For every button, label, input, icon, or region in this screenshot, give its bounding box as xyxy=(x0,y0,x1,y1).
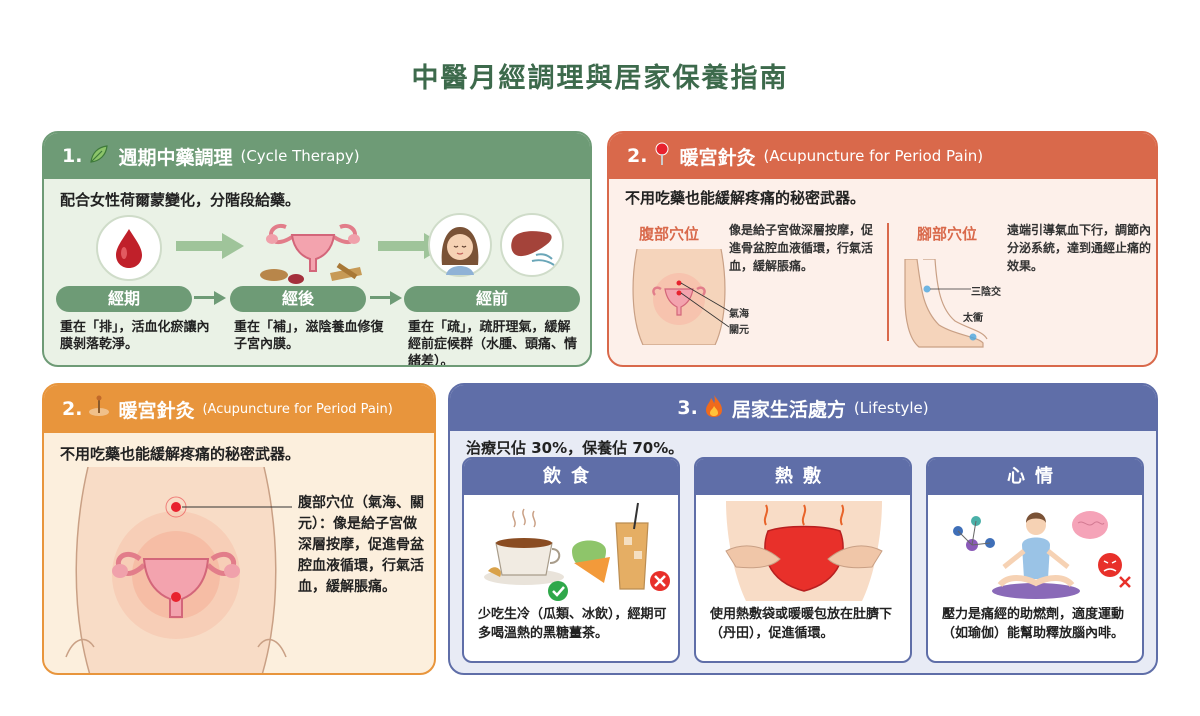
panel-subtitle: 不用吃藥也能緩解疼痛的秘密武器。 xyxy=(60,445,301,463)
panel-number: 2. xyxy=(62,398,83,420)
panel-subtitle: 配合女性荷爾蒙變化，分階段給藥。 xyxy=(60,191,301,209)
card-desc: 少吃生冷（瓜類、冰飲），經期可多喝溫熱的黑糖薑茶。 xyxy=(478,607,667,641)
panel-subtitle: 治療只佔 30%，保養佔 70%。 xyxy=(466,439,684,457)
phase-pre-pill: 經前 xyxy=(404,286,580,312)
abdomen-points-desc: 像是給子宮做深層按摩，促進骨盆腔血液循環，行氣活血，緩解脹痛。 xyxy=(729,223,874,273)
abdomen-points-desc: 腹部穴位（氣海、關元）：像是給子宮做深層按摩，促進骨盆腔血液循環，行氣活血，緩解… xyxy=(298,495,424,595)
abdomen-illustration xyxy=(629,248,730,346)
card-desc: 壓力是痛經的助燃劑，適度運動（如瑜伽）能幫助釋放腦內啡。 xyxy=(942,607,1125,641)
phase-post-pill: 經後 xyxy=(230,286,366,312)
foot-points-title: 腳部穴位 xyxy=(917,225,978,243)
card-desc: 使用熱敷袋或暖暖包放在肚臍下（丹田），促進循環。 xyxy=(710,607,893,641)
panel-title: 週期中藥調理 xyxy=(118,146,233,169)
panel-acupuncture: 2. 暖宮針灸 (Acupuncture for Period Pain) 不用… xyxy=(607,131,1158,367)
herb-leaf-icon xyxy=(88,143,110,170)
foot-illustration xyxy=(899,258,989,349)
phase-post-desc: 重在「補」，滋陰養血修復子宮內膜。 xyxy=(234,320,384,352)
uterus-herbs-illustration xyxy=(256,217,370,287)
woman-face-illustration xyxy=(428,213,492,277)
point-qihai-label: 氣海 xyxy=(729,309,749,320)
liver-illustration xyxy=(500,213,564,277)
panel-header: 2. 暖宮針灸 (Acupuncture for Period Pain) xyxy=(44,385,434,433)
pelvis-acupoint-illustration xyxy=(60,466,292,673)
panel-number: 1. xyxy=(62,145,83,167)
panel-acupuncture-detail: 2. 暖宮針灸 (Acupuncture for Period Pain) 不用… xyxy=(42,383,436,675)
diet-illustration xyxy=(474,501,670,601)
panel-cycle-therapy: 1. 週期中藥調理 (Cycle Therapy) 配合女性荷爾蒙變化，分階段給… xyxy=(42,131,592,367)
point-sanyinjiao-label: 三陰交 xyxy=(971,287,1001,298)
blood-drop-illustration xyxy=(96,215,162,281)
yoga-meditation-illustration xyxy=(938,501,1134,601)
panel-number: 3. xyxy=(677,397,698,419)
panel-title: 暖宮針灸 xyxy=(118,399,195,422)
card-title: 飲食 xyxy=(464,459,678,495)
panel-header: 1. 週期中藥調理 (Cycle Therapy) xyxy=(44,133,590,179)
panel-lifestyle: 3. 居家生活處方 (Lifestyle) 治療只佔 30%，保養佔 70%。 … xyxy=(448,383,1158,675)
arrow-right-icon xyxy=(176,233,244,259)
card-heat-compress: 熱敷 使用熱敷袋或暖暖包放在肚臍下（丹田），促進循環。 xyxy=(694,457,912,663)
card-title: 心情 xyxy=(928,459,1142,495)
abdomen-points-title: 腹部穴位 xyxy=(639,225,700,243)
panel-title-en: (Lifestyle) xyxy=(853,399,929,417)
fire-icon xyxy=(704,394,724,423)
card-diet: 飲食 少吃生冷（瓜類、冰飲），經期可多喝溫熱的黑糖薑茶。 xyxy=(462,457,680,663)
panel-header: 2. 暖宮針灸 (Acupuncture for Period Pain) xyxy=(609,133,1156,179)
phase-menstrual-desc: 重在「排」，活血化瘀讓內膜剝落乾淨。 xyxy=(60,320,210,352)
card-mood: 心情 壓力是痛經的助燃劑，適度運動（如瑜伽）能幫助釋放腦內啡。 xyxy=(926,457,1144,663)
acupuncture-needle-icon xyxy=(88,395,110,424)
page-title: 中醫月經調理與居家保養指南 xyxy=(411,63,789,94)
panel-title: 暖宮針灸 xyxy=(679,146,756,169)
panel-title-en: (Acupuncture for Period Pain) xyxy=(763,147,984,165)
card-title: 熱敷 xyxy=(696,459,910,495)
foot-points-desc: 遠端引導氣血下行，調節內分泌系統，達到通經止痛的效果。 xyxy=(1007,223,1152,273)
arrow-right-icon xyxy=(194,291,226,305)
panel-subtitle: 不用吃藥也能緩解疼痛的秘密武器。 xyxy=(625,189,866,207)
panel-header: 3. 居家生活處方 (Lifestyle) xyxy=(450,385,1156,431)
phase-pre-desc: 重在「疏」，疏肝理氣，緩解經前症候群（水腫、頭痛、情緒差）。 xyxy=(408,320,578,367)
phase-menstrual-pill: 經期 xyxy=(56,286,192,312)
arrow-right-icon xyxy=(370,291,402,305)
divider xyxy=(887,223,889,341)
pin-icon xyxy=(653,142,671,171)
point-guanyuan-label: 關元 xyxy=(729,325,749,336)
panel-title: 居家生活處方 xyxy=(731,398,846,421)
panel-number: 2. xyxy=(627,145,648,167)
panel-title-en: (Acupuncture for Period Pain) xyxy=(202,401,393,417)
heat-compress-illustration xyxy=(706,501,902,601)
panel-title-en: (Cycle Therapy) xyxy=(240,147,360,165)
point-taichong-label: 太衝 xyxy=(963,313,983,324)
